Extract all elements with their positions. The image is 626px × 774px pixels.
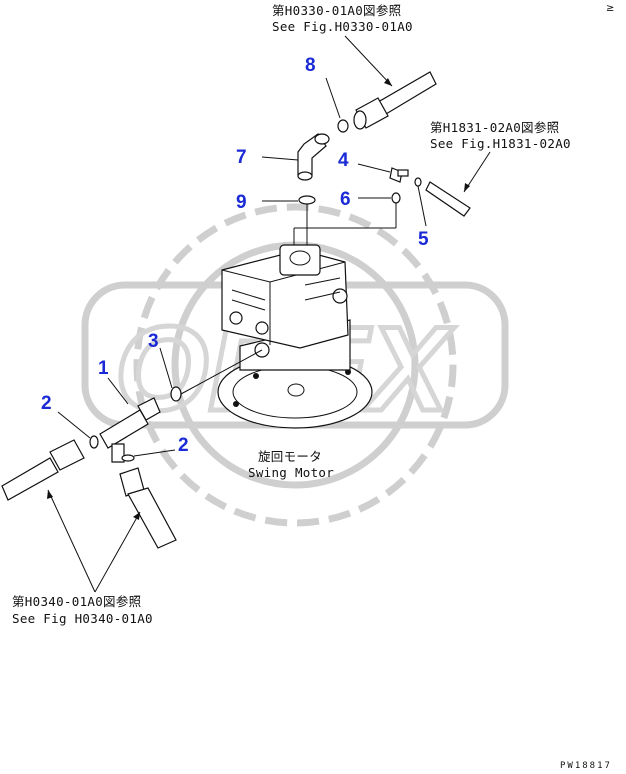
motor-label-jp: 旋回モータ bbox=[258, 449, 322, 464]
bottom-reference-en: See Fig H0340-01A0 bbox=[12, 611, 153, 626]
part-3-oring bbox=[159, 347, 263, 402]
swing-motor bbox=[217, 244, 373, 429]
callout-6: 6 bbox=[340, 189, 351, 210]
callout-2-left: 2 bbox=[41, 393, 52, 414]
bottom-leader-right bbox=[94, 511, 141, 593]
part-9-oring bbox=[262, 195, 316, 245]
part-1-connector bbox=[99, 377, 161, 463]
top-reference-jp: 第H0330-01A0図参照 bbox=[272, 3, 401, 18]
callout-9: 9 bbox=[236, 192, 247, 213]
callout-5: 5 bbox=[418, 229, 429, 250]
bottom-arrowhead-right bbox=[133, 512, 140, 520]
top-arrowhead bbox=[384, 78, 392, 86]
corner-mark: ≥ bbox=[606, 3, 614, 14]
bottom-reference-jp: 第H0340-01A0図参照 bbox=[12, 594, 141, 609]
callout-1: 1 bbox=[98, 358, 109, 379]
right-arrowhead bbox=[464, 183, 470, 192]
callout-8: 8 bbox=[305, 55, 316, 76]
callout-3: 3 bbox=[148, 331, 159, 352]
right-reference-en: See Fig.H1831-02A0 bbox=[430, 136, 571, 151]
part-2-oring-left bbox=[57, 411, 99, 449]
corner-code: PW18817 bbox=[560, 761, 612, 771]
hose-left bbox=[1, 439, 85, 501]
hose-lower bbox=[119, 467, 177, 549]
bottom-arrowhead-left bbox=[47, 490, 53, 499]
part-7-elbow bbox=[261, 133, 330, 181]
part-8-hose-top bbox=[325, 71, 437, 133]
right-reference-jp: 第H1831-02A0図参照 bbox=[430, 120, 559, 135]
part-2-oring-lower bbox=[121, 449, 176, 462]
part-4-fitting bbox=[357, 163, 409, 183]
part-5-hose-right bbox=[414, 177, 471, 227]
callout-2-lower: 2 bbox=[178, 435, 189, 456]
callout-7: 7 bbox=[236, 147, 247, 168]
top-leader bbox=[344, 35, 393, 87]
part-6-oring bbox=[293, 192, 401, 245]
motor-label-en: Swing Motor bbox=[248, 465, 334, 480]
callout-4: 4 bbox=[338, 150, 349, 171]
bottom-leader-left bbox=[47, 489, 96, 593]
top-reference-en: See Fig.H0330-01A0 bbox=[272, 19, 413, 34]
